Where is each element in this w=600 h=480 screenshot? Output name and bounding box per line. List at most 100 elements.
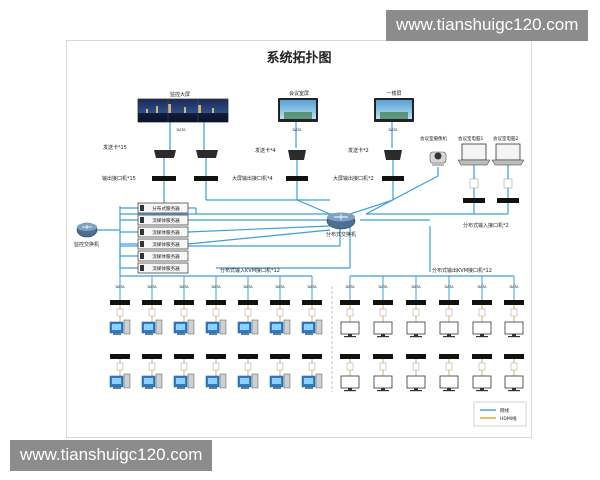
monitor-base <box>344 390 356 392</box>
monitor-wall-screen <box>137 98 229 123</box>
pc-stand <box>145 333 153 335</box>
display-data-tags: DATA DATA DATA <box>176 128 398 132</box>
display-monitor-icon <box>340 375 360 389</box>
pc-screen <box>112 378 121 384</box>
data-tag: DATA <box>444 285 454 289</box>
pc-screen <box>240 378 249 384</box>
pc-screen <box>272 324 281 330</box>
data-tag: DATA <box>179 285 189 289</box>
pc-screen <box>304 378 313 384</box>
data-tag: DATA <box>292 128 302 132</box>
kvm-box <box>472 300 492 305</box>
monitor-stand <box>414 388 418 390</box>
pc-tower-icon <box>315 319 323 335</box>
data-tag: DATA <box>275 285 285 289</box>
server-led <box>140 217 144 223</box>
display-monitor-icon <box>439 375 459 389</box>
kvm-box <box>206 300 226 305</box>
data-tag: DATA <box>477 285 487 289</box>
server-label: 流媒体服务器 <box>152 253 180 260</box>
kvm-box <box>270 300 290 305</box>
pc2-label: 会议室电脑2 <box>493 135 518 142</box>
pc-tower-icon <box>187 373 195 389</box>
hdmi-tag <box>412 308 420 317</box>
pc-screen <box>144 324 153 330</box>
hdmi-tag <box>469 178 479 189</box>
server-led <box>140 241 144 247</box>
hdmi-tag <box>276 362 284 371</box>
kvm-box <box>406 300 426 305</box>
legend: 网线 HDMI线 <box>473 401 527 427</box>
monitor-switch-icon <box>76 222 98 238</box>
sender-card <box>384 150 402 160</box>
hdmi-tag <box>478 362 486 371</box>
kvm-input-box <box>463 198 485 203</box>
kvm-box <box>142 300 162 305</box>
hdmi-tag <box>148 308 156 317</box>
pc-screen <box>176 324 185 330</box>
server-label: 流媒体服务器 <box>152 265 180 272</box>
pc-tower-icon <box>251 319 259 335</box>
kvm-box <box>472 354 492 359</box>
display-monitor-icon <box>406 321 426 335</box>
pc-stand <box>113 333 121 335</box>
kvm-box <box>439 354 459 359</box>
kvm-box <box>270 354 290 359</box>
laptop-icon <box>491 143 525 166</box>
kvm-input-box <box>497 198 519 203</box>
meeting-screen-display <box>278 98 318 122</box>
pc-hdmi-tags <box>469 178 513 189</box>
display-monitor-icon <box>472 375 492 389</box>
server-label: 流媒体服务器 <box>152 217 180 224</box>
monitor-stand <box>381 334 385 336</box>
camera-icon <box>429 151 447 166</box>
output-2-label: 大屏输出接口机*2 <box>333 175 374 182</box>
kvm-box <box>238 354 258 359</box>
pc-stand <box>177 387 185 389</box>
pc-tower-icon <box>187 319 195 335</box>
monitor-base <box>476 336 488 338</box>
server-unit <box>137 202 189 214</box>
pc-stand <box>177 333 185 335</box>
camera-label: 会议室摄像机 <box>420 135 447 142</box>
floor-screen-label: 一楼屏 <box>386 90 401 97</box>
pc-tower-icon <box>251 373 259 389</box>
hdmi-tag <box>346 362 354 371</box>
pc-tower-icon <box>315 373 323 389</box>
hdmi-tag <box>180 308 188 317</box>
server-label: 分布式服务器 <box>152 205 180 212</box>
monitor-base <box>508 390 520 392</box>
monitor-stand <box>480 388 484 390</box>
hdmi-tag <box>510 308 518 317</box>
pc-tower-icon <box>219 373 227 389</box>
left-endpoint-group <box>109 300 323 389</box>
right-endpoint-group <box>340 300 524 392</box>
pc-stand <box>241 333 249 335</box>
sender-2-label: 发送卡*2 <box>348 147 369 154</box>
kvm-box <box>238 300 258 305</box>
hdmi-tag <box>478 308 486 317</box>
monitor-stand <box>381 388 385 390</box>
hdmi-tag <box>180 362 188 371</box>
core-switch-icon <box>326 212 356 230</box>
pc-stand <box>241 387 249 389</box>
hdmi-tag <box>244 362 252 371</box>
sender-card <box>288 150 306 160</box>
hdmi-tag <box>379 308 387 317</box>
display-monitor-icon <box>504 321 524 335</box>
sender-15-label: 发送卡*15 <box>103 144 127 151</box>
output-box <box>286 176 308 181</box>
data-tag: DATA <box>388 128 398 132</box>
pc-stand <box>145 387 153 389</box>
diagram-title: 系统拓扑图 <box>266 50 331 66</box>
server-unit <box>137 238 189 250</box>
sender-card <box>154 150 176 158</box>
hdmi-tag <box>212 362 220 371</box>
pc-tower-icon <box>155 319 163 335</box>
monitor-stand <box>447 334 451 336</box>
monitor-stand <box>348 334 352 336</box>
data-tag: DATA <box>411 285 421 289</box>
pc-screen <box>240 324 249 330</box>
pc-tower-icon <box>283 319 291 335</box>
hdmi-tag <box>116 308 124 317</box>
